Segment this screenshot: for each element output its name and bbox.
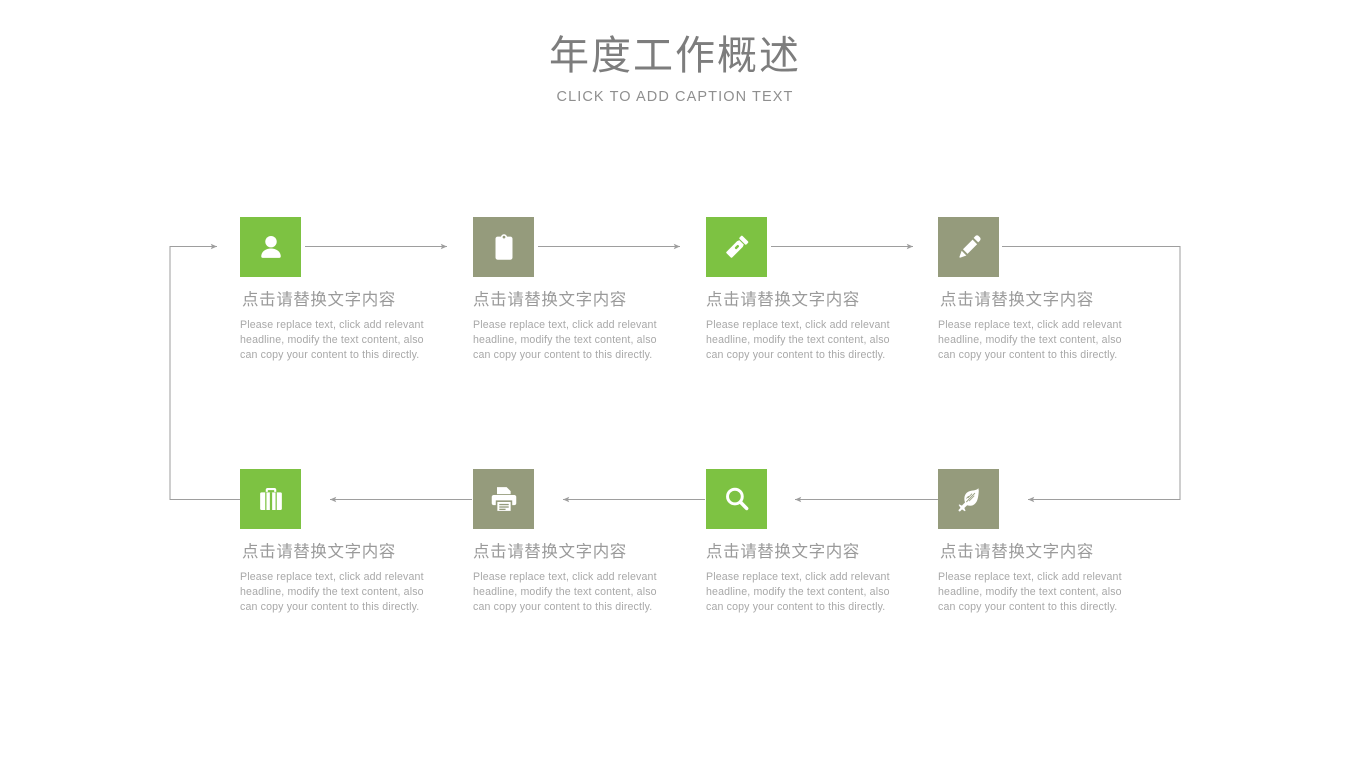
flow-item-title: 点击请替换文字内容 xyxy=(706,290,860,309)
flow-item-body: Please replace text, click add relevant … xyxy=(473,319,657,362)
flow-item-3[interactable]: 点击请替换文字内容 Please replace text, click add… xyxy=(706,217,940,364)
flow-item-title: 点击请替换文字内容 xyxy=(940,290,1094,309)
feather-icon[interactable] xyxy=(938,469,999,529)
flow-item-body: Please replace text, click add relevant … xyxy=(240,319,424,362)
pencil-icon[interactable] xyxy=(938,217,999,277)
flow-item-title: 点击请替换文字内容 xyxy=(242,542,396,561)
slide-header: 年度工作概述 CLICK TO ADD CAPTION TEXT xyxy=(0,30,1350,106)
flashlight-icon[interactable] xyxy=(706,217,767,277)
magnifier-icon[interactable] xyxy=(706,469,767,529)
flow-item-title: 点击请替换文字内容 xyxy=(706,542,860,561)
flow-item-title: 点击请替换文字内容 xyxy=(473,290,627,309)
flow-item-body: Please replace text, click add relevant … xyxy=(240,571,424,614)
printer-icon[interactable] xyxy=(473,469,534,529)
clipboard-icon[interactable] xyxy=(473,217,534,277)
user-icon[interactable] xyxy=(240,217,301,277)
connector-left-wrap xyxy=(169,243,240,500)
flow-item-title: 点击请替换文字内容 xyxy=(473,542,627,561)
flow-item-body: Please replace text, click add relevant … xyxy=(938,319,1122,362)
flow-item-5[interactable]: 点击请替换文字内容 Please replace text, click add… xyxy=(240,469,474,616)
briefcase-icon[interactable] xyxy=(240,469,301,529)
flow-item-4[interactable]: 点击请替换文字内容 Please replace text, click add… xyxy=(938,217,1172,364)
flow-item-title: 点击请替换文字内容 xyxy=(940,542,1094,561)
flow-item-7[interactable]: 点击请替换文字内容 Please replace text, click add… xyxy=(706,469,940,616)
flow-item-body: Please replace text, click add relevant … xyxy=(706,319,890,362)
flow-item-body: Please replace text, click add relevant … xyxy=(473,571,657,614)
flow-item-body: Please replace text, click add relevant … xyxy=(706,571,890,614)
page-subtitle: CLICK TO ADD CAPTION TEXT xyxy=(556,89,794,105)
flow-item-6[interactable]: 点击请替换文字内容 Please replace text, click add… xyxy=(473,469,707,616)
flow-item-1[interactable]: 点击请替换文字内容 Please replace text, click add… xyxy=(240,217,474,364)
flow-item-2[interactable]: 点击请替换文字内容 Please replace text, click add… xyxy=(473,217,707,364)
flow-item-title: 点击请替换文字内容 xyxy=(242,290,396,309)
flow-item-8[interactable]: 点击请替换文字内容 Please replace text, click add… xyxy=(938,469,1172,616)
flow-item-body: Please replace text, click add relevant … xyxy=(938,571,1122,614)
page-title: 年度工作概述 xyxy=(549,33,801,79)
